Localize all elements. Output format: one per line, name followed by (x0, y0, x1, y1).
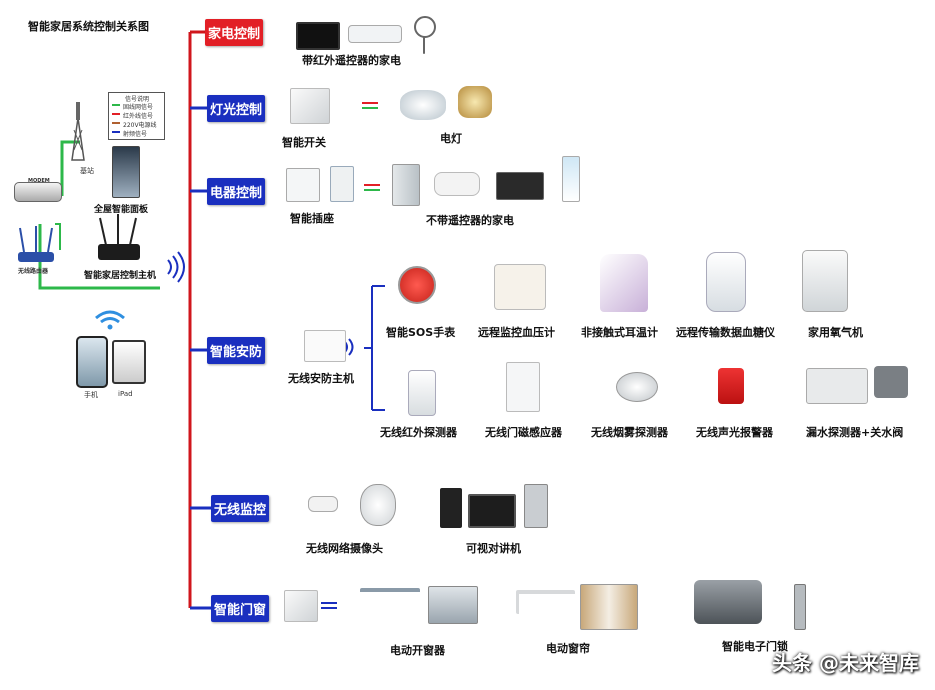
water-dispenser-icon (562, 156, 580, 202)
legend-item-fixed: 固线网信号 (123, 104, 154, 111)
smoke-label: 无线烟雾探测器 (591, 426, 668, 439)
legend-item-power: 220V电源线 (123, 122, 157, 129)
signal-legend: 信号说明 固线网信号 红外线信号 220V电源线 射频信号 (108, 92, 165, 140)
microwave-icon (496, 172, 544, 200)
window-switch-icon (284, 590, 318, 622)
intercom-panel-icon (524, 484, 548, 528)
router-label: 无线路由器 (18, 268, 49, 275)
lock-label: 智能电子门锁 (722, 640, 788, 653)
legend-swatch-rf (112, 131, 120, 133)
water-heater-icon (434, 172, 480, 196)
legend-item-ir: 红外线信号 (123, 113, 154, 120)
bp-label: 远程监控血压计 (478, 326, 555, 339)
ceiling-lamp-icon (400, 90, 446, 120)
window-label: 电动开窗器 (390, 644, 445, 657)
door-sensor-label: 无线门磁感应器 (485, 426, 562, 439)
category-lighting-control[interactable]: 灯光控制 (207, 95, 265, 122)
water-valve-icon (874, 366, 908, 398)
curtain-rail-icon (516, 590, 575, 614)
category-monitoring[interactable]: 无线监控 (211, 495, 269, 522)
smart-socket-label: 智能插座 (290, 212, 334, 225)
intercom-door-icon (440, 488, 462, 528)
glucose-label: 远程传输数据血糖仪 (676, 326, 775, 339)
smart-switch-icon (290, 88, 330, 124)
alarm-label: 无线声光报警器 (696, 426, 773, 439)
smart-socket-icon (286, 168, 320, 202)
phone-icon (76, 336, 108, 388)
legend-heading: 信号说明 (125, 96, 150, 103)
legend-swatch-power (112, 122, 120, 124)
bullet-camera-icon (308, 496, 338, 512)
panel-label: 全屋智能面板 (94, 205, 149, 215)
category-electric-control[interactable]: 电器控制 (207, 178, 265, 205)
sos-watch-icon (398, 266, 436, 304)
category-security[interactable]: 智能安防 (207, 337, 265, 364)
oxygen-machine-icon (802, 250, 848, 312)
fan-icon (414, 16, 436, 38)
watermark: 头条 @未来智库 (772, 651, 919, 675)
ipad-label: iPad (118, 390, 133, 398)
diagram-title: 智能家居系统控制关系图 (28, 20, 149, 33)
category-doors-windows[interactable]: 智能门窗 (211, 595, 269, 622)
curtain-label: 电动窗帘 (546, 642, 590, 655)
smart-socket-2-icon (330, 166, 354, 202)
phone-label: 手机 (84, 391, 98, 399)
host-label: 智能家居控制主机 (84, 271, 157, 281)
alarm-icon (718, 368, 744, 404)
ir-detector-icon (408, 370, 436, 416)
air-conditioner-icon (348, 25, 402, 43)
wall-lamp-icon (458, 86, 492, 118)
fridge-icon (392, 164, 420, 206)
tv-icon (296, 22, 340, 50)
legend-item-rf: 射频信号 (123, 131, 148, 138)
blood-pressure-icon (494, 264, 546, 310)
water-detector-icon (806, 368, 868, 404)
base-station-label: 基站 (80, 167, 94, 175)
dome-camera-icon (360, 484, 396, 526)
intercom-monitor-icon (468, 494, 516, 528)
category-appliance-control[interactable]: 家电控制 (205, 19, 263, 46)
ipad-icon (112, 340, 146, 384)
thermometer-icon (600, 254, 648, 312)
window-opener-icon (360, 588, 420, 632)
glucose-meter-icon (706, 252, 746, 312)
panel-icon (112, 146, 140, 198)
appliance-noir-label: 不带遥控器的家电 (426, 214, 514, 227)
modem-label: MODEM (28, 178, 50, 184)
router-icon (18, 252, 54, 262)
fan-stand-icon (423, 36, 425, 54)
legend-swatch-ir (112, 113, 120, 115)
smoke-detector-icon (616, 372, 658, 402)
modem-icon (14, 182, 62, 202)
window-photo-icon (428, 586, 478, 624)
smart-switch-label: 智能开关 (282, 136, 326, 149)
legend-swatch-fixed (112, 104, 120, 106)
ir-detector-label: 无线红外探测器 (380, 426, 457, 439)
host-icon (98, 244, 140, 260)
door-sensor-icon (506, 362, 540, 412)
appliance-ir-label: 带红外遥控器的家电 (302, 54, 401, 67)
curtain-photo-icon (580, 584, 638, 630)
water-label: 漏水探测器+关水阀 (806, 426, 904, 439)
camera-label: 无线网络摄像头 (306, 542, 383, 555)
oxygen-label: 家用氧气机 (808, 326, 863, 339)
security-host-label: 无线安防主机 (288, 372, 354, 385)
lamp-label: 电灯 (440, 132, 462, 145)
door-lock-icon (694, 580, 762, 624)
sos-label: 智能SOS手表 (386, 326, 456, 339)
thermo-label: 非接触式耳温计 (581, 326, 658, 339)
intercom-label: 可视对讲机 (466, 542, 521, 555)
security-host-icon (304, 330, 346, 362)
lock-strike-icon (794, 584, 806, 630)
